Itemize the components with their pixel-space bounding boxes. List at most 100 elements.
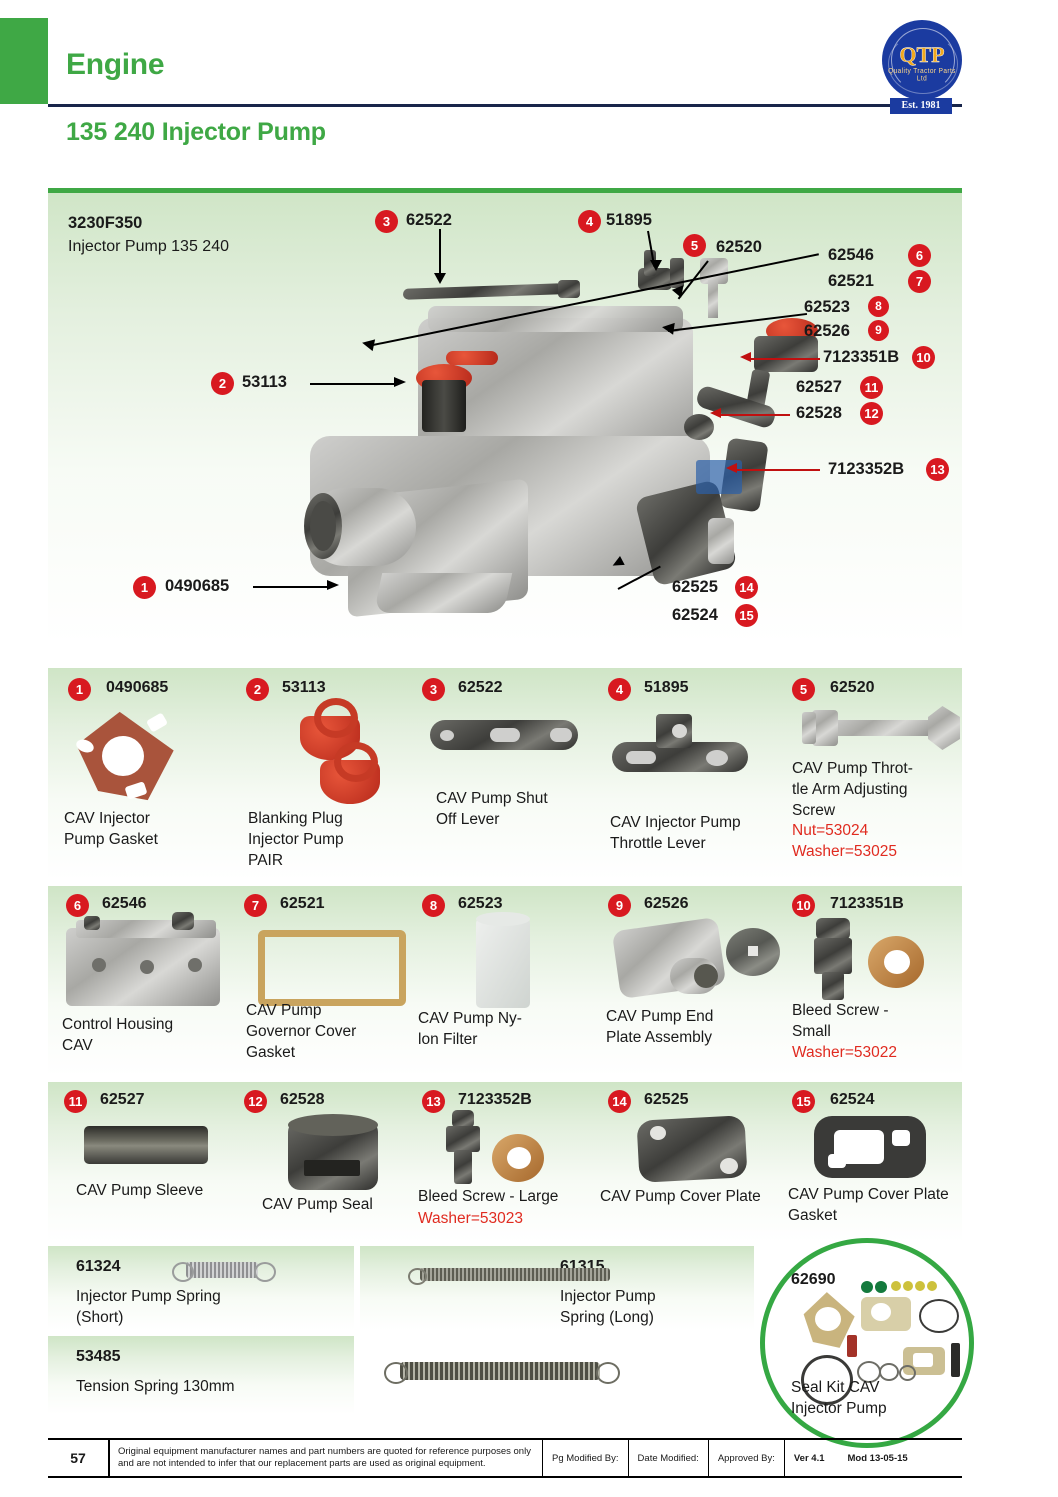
callout-code-5: 62520 — [716, 238, 762, 256]
part-label-13: Bleed Screw - Large — [418, 1188, 559, 1205]
part-code-8: 62523 — [458, 895, 503, 912]
logo-oval: QTP Quality Tractor Parts Ltd — [882, 20, 962, 100]
leader-line-2 — [310, 383, 398, 385]
leader-arrow-67 — [360, 336, 376, 352]
callout-bullet-10: 10 — [912, 346, 935, 369]
callout-code-15: 62524 — [672, 606, 718, 624]
part-bullet-8: 8 — [422, 894, 445, 917]
callout-code-1: 0490685 — [165, 577, 230, 595]
part-bullet-3: 3 — [422, 678, 445, 701]
leader-arrow-13 — [726, 463, 737, 473]
spring-code-61324: 61324 — [76, 1258, 121, 1275]
assembly-code: 3230F350 — [68, 214, 143, 232]
header-green-accent — [0, 18, 48, 104]
part-extra-13: Washer=53023 — [418, 1210, 523, 1227]
leader-line-10 — [748, 358, 820, 360]
part-cell-11[interactable]: 11 62527 CAV Pump Sleeve — [48, 1082, 234, 1242]
leader-arrow-89 — [661, 321, 675, 335]
part-bullet-10: 10 — [792, 894, 815, 917]
part-cell-8[interactable]: 8 62523 CAV Pump Ny-lon Filter — [412, 886, 598, 1076]
part-cell-13[interactable]: 13 7123352B Bleed Screw - Large Washer=5… — [412, 1082, 598, 1242]
leader-arrow-3 — [434, 273, 446, 284]
callout-code-11: 62527 — [796, 378, 842, 396]
callout-bullet-13: 13 — [926, 458, 949, 481]
part-label-10: Bleed Screw -Small — [792, 1002, 889, 1040]
assembly-description: Injector Pump 135 240 — [68, 238, 229, 255]
callout-bullet-3: 3 — [375, 210, 398, 233]
leader-arrow-2 — [394, 377, 406, 387]
callout-code-7: 62521 — [828, 272, 874, 290]
part-label-14: CAV Pump Cover Plate — [600, 1188, 761, 1205]
leader-arrow-4 — [650, 260, 662, 271]
part-bullet-5: 5 — [792, 678, 815, 701]
part-code-11: 62527 — [100, 1091, 145, 1108]
part-bullet-4: 4 — [608, 678, 631, 701]
callout-bullet-9: 9 — [868, 320, 889, 341]
callout-code-14: 62525 — [672, 578, 718, 596]
callout-bullet-14: 14 — [735, 576, 758, 599]
part-cell-10[interactable]: 10 7123351B Bleed Screw -Small Washer=53… — [784, 886, 962, 1076]
footer-mod-date: Mod 13-05-15 — [847, 1452, 908, 1464]
leader-line-3 — [439, 229, 441, 273]
footer-page-number: 57 — [70, 1450, 86, 1466]
part-extra-10: Washer=53022 — [792, 1044, 897, 1061]
spring-panel-61324[interactable]: 61324 Injector Pump Spring(Short) — [48, 1246, 354, 1330]
footer-pg-modified-by: Pg Modified By: — [542, 1440, 628, 1476]
spring-panel-53485[interactable]: 53485 Tension Spring 130mm — [48, 1336, 354, 1414]
callout-bullet-1: 1 — [133, 576, 156, 599]
callout-code-10: 7123351B — [823, 348, 900, 366]
part-code-7: 62521 — [280, 895, 325, 912]
callout-code-8: 62523 — [804, 298, 850, 316]
callout-bullet-15: 15 — [735, 604, 758, 627]
footer-date-modified: Date Modified: — [627, 1440, 708, 1476]
callout-bullet-5: 5 — [683, 234, 706, 257]
parts-row-3: 11 62527 CAV Pump Sleeve 12 62528 CAV Pu… — [48, 1082, 962, 1242]
logo-mark-text: QTP — [899, 42, 945, 67]
part-bullet-15: 15 — [792, 1090, 815, 1113]
callout-bullet-12: 12 — [860, 402, 883, 425]
seal-kit-code: 62690 — [791, 1271, 836, 1288]
part-label-11: CAV Pump Sleeve — [76, 1182, 204, 1199]
callout-code-2: 53113 — [242, 373, 287, 391]
callout-bullet-11: 11 — [860, 376, 883, 399]
leader-arrow-12 — [710, 408, 721, 418]
footer-disclaimer: Original equipment manufacturer names an… — [108, 1440, 542, 1476]
callout-bullet-4: 4 — [578, 210, 601, 233]
part-cell-5[interactable]: 5 62520 CAV Pump Throt-tle Arm Adjusting… — [784, 668, 962, 880]
part-code-6: 62546 — [102, 895, 147, 912]
part-code-14: 62525 — [644, 1091, 689, 1108]
callout-code-13: 7123352B — [828, 460, 905, 478]
part-code-15: 62524 — [830, 1091, 875, 1108]
part-cell-12[interactable]: 12 62528 CAV Pump Seal — [234, 1082, 412, 1242]
part-cell-14[interactable]: 14 62525 CAV Pump Cover Plate — [598, 1082, 784, 1242]
part-code-5: 62520 — [830, 679, 875, 696]
footer-approved-by: Approved By: — [707, 1440, 784, 1476]
callout-code-4: 51895 — [606, 211, 652, 229]
part-code-3: 62522 — [458, 679, 503, 696]
callout-code-9: 62526 — [804, 322, 850, 340]
part-bullet-14: 14 — [608, 1090, 631, 1113]
callout-bullet-8: 8 — [868, 296, 889, 317]
leader-line-13 — [734, 469, 820, 471]
part-code-4: 51895 — [644, 679, 689, 696]
part-bullet-9: 9 — [608, 894, 631, 917]
